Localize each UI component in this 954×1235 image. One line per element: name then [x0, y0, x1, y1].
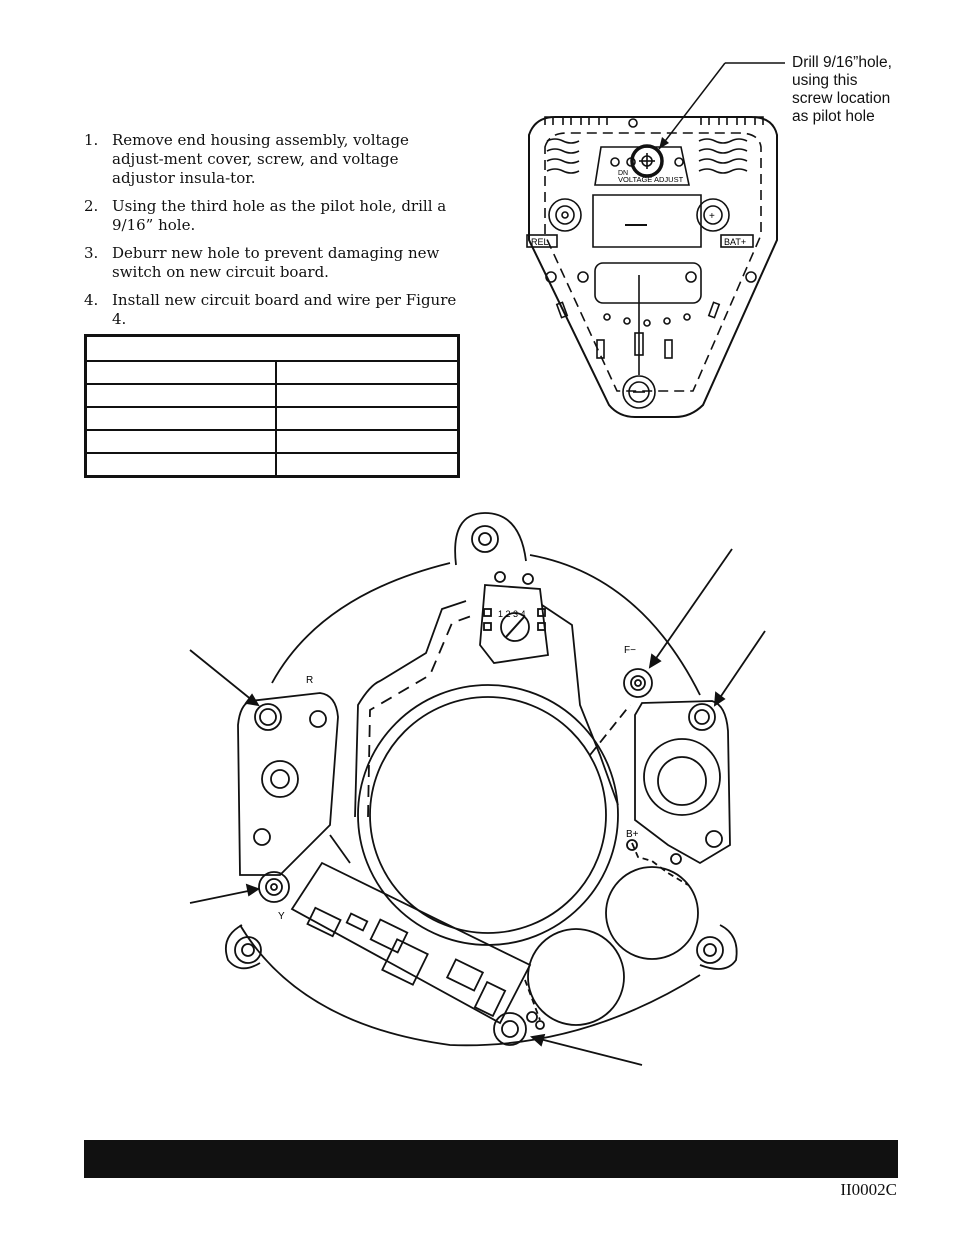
end-housing-diagram: VOLTAGE ADJUST DN REL BAT+ +	[526, 62, 785, 418]
instruction-step-2: 2. Using the third hole as the pilot hol…	[84, 197, 464, 235]
table-header-cell	[84, 334, 460, 363]
table-row	[84, 383, 460, 409]
step-text: Deburr new hole to prevent damaging new …	[112, 244, 440, 281]
footer-bar	[84, 1140, 898, 1178]
step-number: 2.	[84, 197, 99, 215]
step-number: 3.	[84, 244, 99, 262]
step-text: Using the third hole as the pilot hole, …	[112, 197, 447, 234]
r-terminal-label: R	[306, 675, 313, 686]
instruction-step-3: 3. Deburr new hole to prevent damaging n…	[84, 244, 464, 282]
plus-label: +	[709, 211, 715, 222]
voltage-adjust-label: VOLTAGE ADJUST	[618, 175, 684, 184]
instruction-list: 1. Remove end housing assembly, voltage …	[84, 131, 464, 338]
table-row	[84, 406, 460, 431]
f-minus-label: F−	[624, 645, 636, 656]
step-text: Install new circuit board and wire per F…	[112, 291, 457, 328]
table-row	[84, 428, 460, 454]
step-number: 1.	[84, 131, 99, 149]
instruction-step-4: 4. Install new circuit board and wire pe…	[84, 291, 464, 329]
drill-callout: Drill 9/16”hole, using this screw locati…	[792, 54, 892, 125]
table-row	[84, 360, 460, 386]
y-terminal-label: Y	[278, 911, 285, 922]
dn-label: DN	[618, 170, 628, 177]
parts-table	[84, 334, 460, 478]
circuit-board-diagram: R F− B+ Y 1 2 3 4	[189, 512, 766, 1066]
table-row	[84, 451, 460, 478]
b-plus-label: B+	[626, 829, 639, 840]
step-text: Remove end housing assembly, voltage adj…	[112, 131, 409, 187]
instruction-step-1: 1. Remove end housing assembly, voltage …	[84, 131, 464, 188]
switch-digits-label: 1 2 3 4	[498, 609, 526, 619]
step-number: 4.	[84, 291, 99, 309]
bat-label: BAT+	[724, 237, 746, 247]
rel-label: REL	[531, 237, 549, 247]
document-code: II0002C	[840, 1180, 897, 1199]
